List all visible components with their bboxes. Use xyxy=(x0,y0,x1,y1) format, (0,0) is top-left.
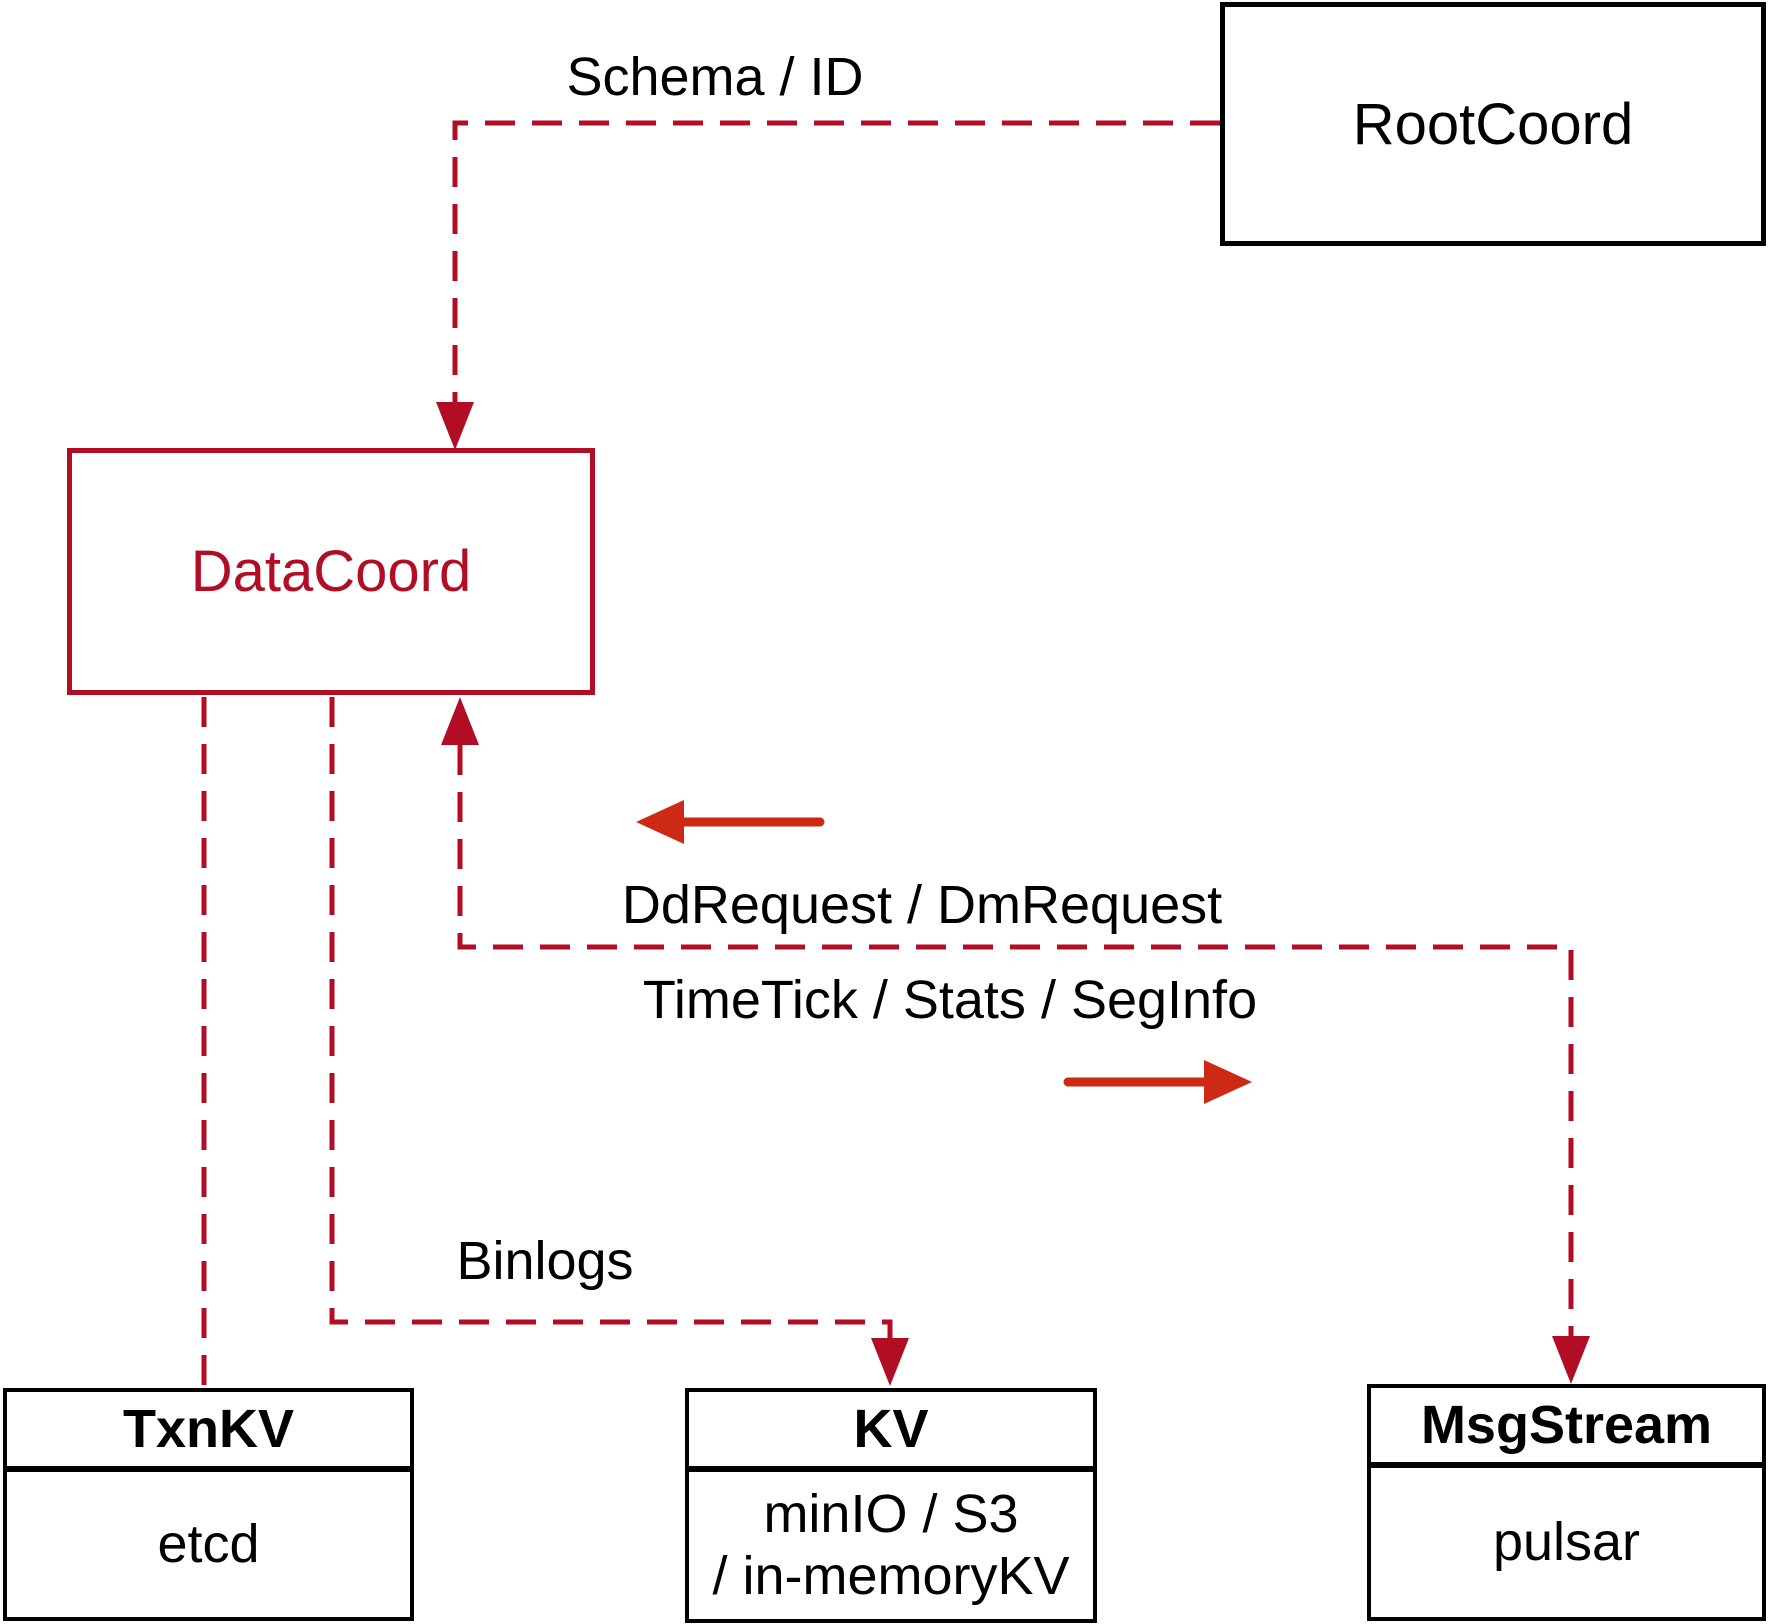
rootcoord-node: RootCoord xyxy=(1220,2,1766,246)
schema-id-arrowhead xyxy=(436,402,474,450)
binlogs-edge-label: Binlogs xyxy=(456,1231,634,1291)
schema-id-edge-label: Schema / ID xyxy=(566,47,864,107)
right-flow-arrowhead xyxy=(1204,1060,1252,1104)
rootcoord-label: RootCoord xyxy=(1352,91,1634,157)
kv-node: KV minIO / S3 / in-memoryKV xyxy=(685,1388,1097,1623)
ddrequest-arrowhead-up xyxy=(441,697,479,745)
kv-body-line1: minIO / S3 xyxy=(763,1484,1019,1545)
txnkv-node: TxnKV etcd xyxy=(3,1388,414,1621)
ddrequest-timetick-connector xyxy=(457,745,1574,1338)
kv-body: minIO / S3 / in-memoryKV xyxy=(689,1472,1093,1619)
timetick-edge-label: TimeTick / Stats / SegInfo xyxy=(642,970,1258,1030)
timetick-arrowhead-down xyxy=(1552,1336,1590,1384)
binlogs-arrowhead xyxy=(871,1338,909,1386)
ddrequest-edge-label: DdRequest / DmRequest xyxy=(621,875,1223,935)
kv-body-line2: / in-memoryKV xyxy=(712,1545,1070,1606)
msgstream-node: MsgStream pulsar xyxy=(1367,1384,1766,1621)
msgstream-title: MsgStream xyxy=(1371,1388,1762,1468)
binlogs-connector xyxy=(329,697,893,1340)
txnkv-body: etcd xyxy=(157,1513,260,1574)
txnkv-title: TxnKV xyxy=(7,1392,410,1472)
datacoord-label: DataCoord xyxy=(190,539,472,604)
left-flow-arrowhead xyxy=(636,800,684,844)
schema-id-connector xyxy=(452,120,1220,402)
kv-title: KV xyxy=(689,1392,1093,1472)
msgstream-body: pulsar xyxy=(1492,1511,1641,1572)
datacoord-node: DataCoord xyxy=(67,448,595,695)
